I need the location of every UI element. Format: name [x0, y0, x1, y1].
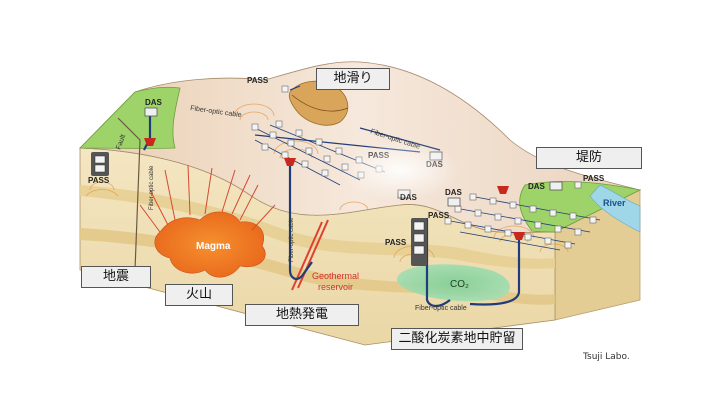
- fiber-label-middle: Fiber-optic cable: [289, 217, 295, 262]
- pass-label: PASS: [247, 76, 269, 85]
- geothermal-label-1: Geothermal: [312, 271, 359, 281]
- fiber-label-left: Fiber-optic cable: [149, 165, 155, 210]
- pass-label: PASS: [583, 174, 605, 183]
- pass-label: PASS: [428, 211, 450, 220]
- geothermal-label-2: reservoir: [318, 282, 353, 292]
- fault-label: Fault: [115, 134, 127, 151]
- label-geothermal: 地熱発電: [245, 304, 359, 326]
- das-label: DAS: [445, 188, 463, 197]
- landslide-slip-surface: [291, 94, 349, 112]
- surface-glow: [340, 140, 460, 200]
- river-label: River: [603, 198, 626, 208]
- borehole-sensor-left: [91, 152, 109, 176]
- pass-label: PASS: [88, 176, 110, 185]
- magma-dikes: [139, 164, 276, 233]
- label-levee: 堤防: [536, 147, 642, 169]
- das-label: DAS: [528, 182, 546, 191]
- fiber-optic-cables: [143, 85, 521, 308]
- co2-plume: [396, 264, 511, 302]
- label-ccs: 二酸化炭素地中貯留: [391, 328, 523, 350]
- stratum-band: [80, 185, 555, 269]
- magma-chamber: [154, 211, 266, 278]
- grass-left: [79, 86, 181, 149]
- label-earthquake: 地震: [81, 266, 151, 288]
- label-volcano: 火山: [165, 284, 233, 306]
- credit-text: Tsuji Labo.: [583, 352, 630, 362]
- label-landslide: 地滑り: [316, 68, 390, 90]
- river: [589, 184, 641, 233]
- borehole-sensor-middle: [411, 218, 427, 266]
- wellhead-sensors: [144, 138, 525, 240]
- pass-label: PASS: [385, 238, 407, 247]
- fault-line: [117, 117, 141, 271]
- magma-label: Magma: [196, 241, 231, 252]
- co2-label: CO₂: [450, 279, 469, 290]
- das-label: DAS: [145, 98, 163, 107]
- fiber-label-bottom: Fiber-optic cable: [415, 305, 467, 312]
